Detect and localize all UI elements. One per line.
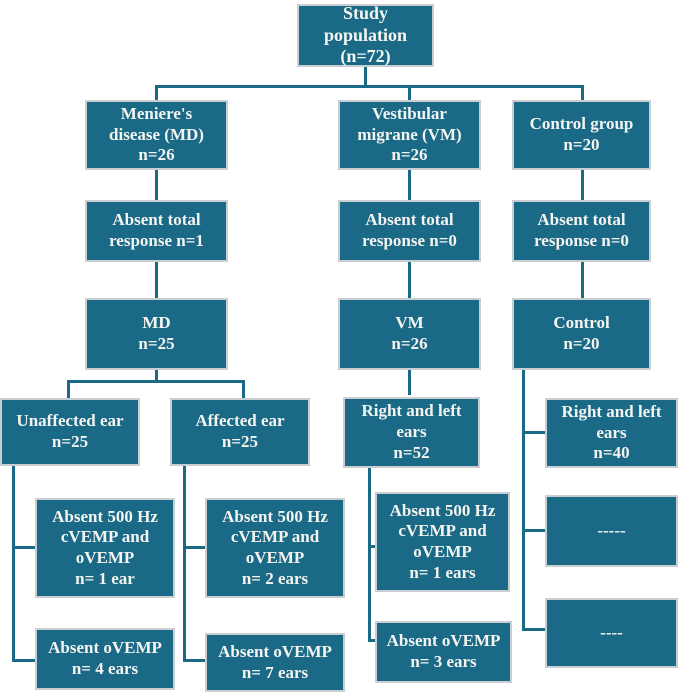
connector-line xyxy=(155,170,158,200)
node-unaffected-ear: Unaffected ear n=25 xyxy=(0,398,140,466)
connector-line xyxy=(183,466,186,662)
node-affected-ear: Affected ear n=25 xyxy=(170,398,310,466)
connector-line xyxy=(12,659,35,662)
node-unaffected-absent-cvemp-ovemp: Absent 500 Hz cVEMP and oVEMP n= 1 ear xyxy=(35,498,175,598)
connector-line xyxy=(155,85,158,100)
node-md-absent-total: Absent total response n=1 xyxy=(85,200,228,262)
connector-line xyxy=(408,170,411,200)
connector-line xyxy=(183,659,205,662)
node-control-ears: Right and left ears n=40 xyxy=(545,398,678,468)
node-control-group: Control group n=20 xyxy=(512,100,651,170)
connector-line xyxy=(368,468,371,642)
node-control-dash-2: ---- xyxy=(545,598,678,668)
connector-line xyxy=(408,262,411,298)
connector-line xyxy=(155,262,158,298)
connector-line xyxy=(581,170,584,200)
connector-line xyxy=(581,85,584,100)
node-vm-group: Vestibular migrane (VM) n=26 xyxy=(338,100,481,170)
connector-line xyxy=(522,370,525,631)
connector-line xyxy=(183,546,205,549)
node-control-remaining: Control n=20 xyxy=(512,298,651,370)
connector-line xyxy=(522,529,545,532)
connector-line xyxy=(155,370,158,382)
node-md-group: Meniere's disease (MD) n=26 xyxy=(85,100,228,170)
node-vm-ears: Right and left ears n=52 xyxy=(343,397,480,468)
node-study-population: Study population (n=72) xyxy=(297,3,434,67)
node-control-absent-total: Absent total response n=0 xyxy=(512,200,651,262)
connector-line xyxy=(12,466,15,662)
node-unaffected-absent-ovemp: Absent oVEMP n= 4 ears xyxy=(35,628,175,690)
connector-line xyxy=(67,380,70,398)
node-vm-remaining: VM n=26 xyxy=(338,298,481,370)
node-affected-absent-ovemp: Absent oVEMP n= 7 ears xyxy=(205,633,345,692)
node-vm-absent-total: Absent total response n=0 xyxy=(338,200,481,262)
connector-line xyxy=(368,545,375,548)
node-vm-absent-cvemp-ovemp: Absent 500 Hz cVEMP and oVEMP n= 1 ears xyxy=(375,492,510,592)
connector-line xyxy=(522,628,545,631)
connector-line xyxy=(408,370,411,395)
connector-line xyxy=(242,380,245,398)
node-md-remaining: MD n=25 xyxy=(85,298,228,370)
connector-line xyxy=(155,85,584,88)
node-affected-absent-cvemp-ovemp: Absent 500 Hz cVEMP and oVEMP n= 2 ears xyxy=(205,498,345,598)
connector-line xyxy=(522,431,545,434)
connector-line xyxy=(12,546,35,549)
connector-line xyxy=(67,380,245,383)
node-control-dash-1: ----- xyxy=(545,495,678,567)
connector-line xyxy=(368,639,375,642)
connector-line xyxy=(581,262,584,298)
connector-line xyxy=(408,85,411,100)
connector-line xyxy=(364,67,367,85)
node-vm-absent-ovemp: Absent oVEMP n= 3 ears xyxy=(375,621,512,683)
